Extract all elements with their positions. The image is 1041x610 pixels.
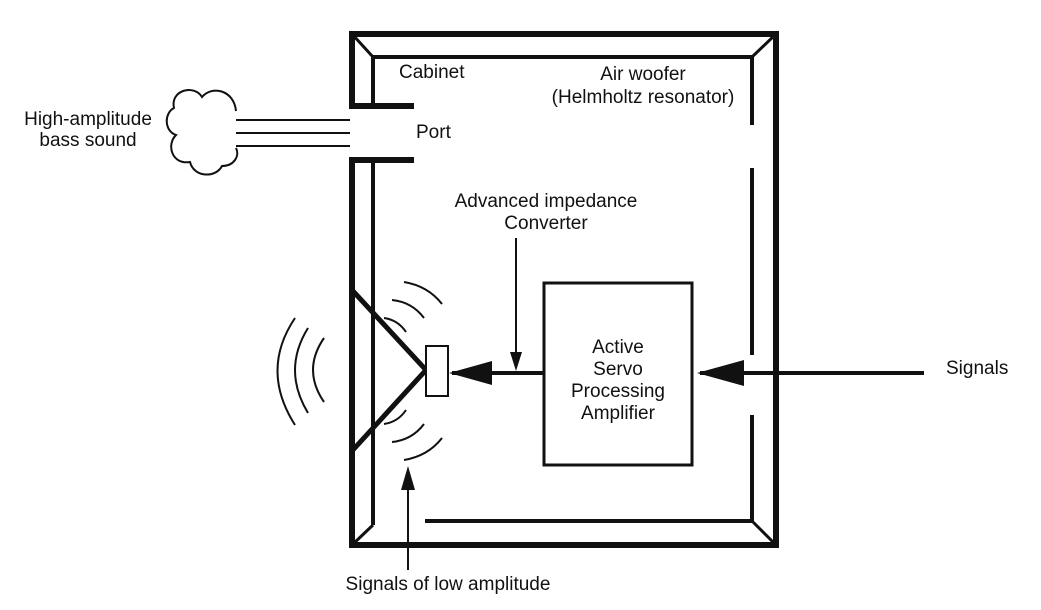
- cabinet: [349, 31, 779, 548]
- amplifier-label-line4: Amplifier: [581, 403, 656, 424]
- low-amplitude-label: Signals of low amplitude: [346, 574, 551, 595]
- air-woofer-label-line1: Air woofer: [600, 64, 686, 85]
- cabinet-label: Cabinet: [399, 62, 465, 83]
- converter-pointer-arrowhead: [510, 352, 522, 371]
- cabinet-corner-top-left: [350, 32, 375, 59]
- amplifier-box: [542, 281, 694, 467]
- speaker-driver: [350, 288, 449, 453]
- port-airflow-lines: [236, 119, 350, 147]
- sound-waves-left: [276, 317, 325, 426]
- sound-waves-inner-upper: [383, 281, 443, 333]
- high-amplitude-label-line2: bass sound: [39, 130, 136, 151]
- amplifier-label-line1: Active: [592, 337, 644, 358]
- low-amplitude-pointer-arrowhead: [401, 466, 415, 490]
- signals-input-arrowhead: [697, 360, 744, 386]
- cabinet-inner-top-wall: [371, 55, 754, 125]
- amplifier-to-driver-arrowhead: [449, 361, 492, 385]
- signals-label: Signals: [946, 358, 1008, 379]
- high-amplitude-label-line1: High-amplitude: [24, 109, 152, 130]
- port-tube: [349, 103, 414, 163]
- air-woofer-label-line2: (Helmholtz resonator): [552, 87, 735, 108]
- amplifier-label-line2: Servo: [593, 359, 643, 380]
- cabinet-corner-bottom-left: [350, 523, 375, 547]
- sound-cloud-icon: [165, 89, 239, 176]
- voice-coil: [425, 345, 449, 397]
- sound-waves-inner-lower: [383, 409, 443, 461]
- cabinet-corner-bottom-right: [750, 519, 778, 547]
- speaker-cone: [350, 288, 430, 453]
- converter-label-line2: Converter: [504, 213, 588, 234]
- cabinet-outer-wall: [349, 31, 779, 548]
- cabinet-corner-top-right: [750, 32, 778, 59]
- amplifier-label-line3: Processing: [571, 381, 665, 402]
- port-label: Port: [416, 122, 452, 143]
- converter-label-line1: Advanced impedance: [455, 191, 638, 212]
